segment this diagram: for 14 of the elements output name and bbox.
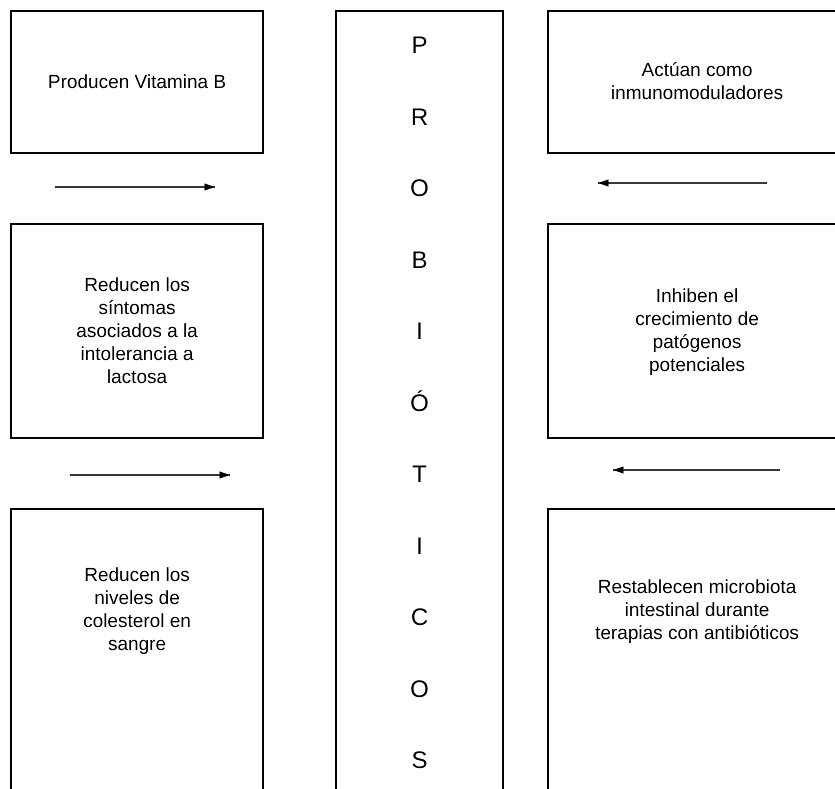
title-column-box [335, 10, 504, 789]
benefit-box [10, 10, 264, 154]
benefit-text: Inhiben el crecimiento de patógenos potenciales [634, 285, 760, 377]
benefit-box [547, 508, 835, 789]
benefit-box [10, 223, 264, 439]
benefit-box [547, 223, 835, 439]
benefit-text: Restablecen microbiota intestinal durante terapias con antibióticos [594, 576, 800, 644]
vertical-title: PROBIÓTICOS [410, 31, 429, 776]
benefit-box [547, 10, 835, 154]
benefit-text: Actúan como inmunomoduladores [610, 59, 784, 105]
benefit-box [10, 508, 264, 789]
benefit-text: Reducen los niveles de colesterol en sangre [82, 564, 192, 656]
benefit-text: Reducen los síntomas asociados a la intolerancia a lactosa [75, 274, 199, 388]
benefit-text: Producen Vitamina B [46, 70, 228, 94]
